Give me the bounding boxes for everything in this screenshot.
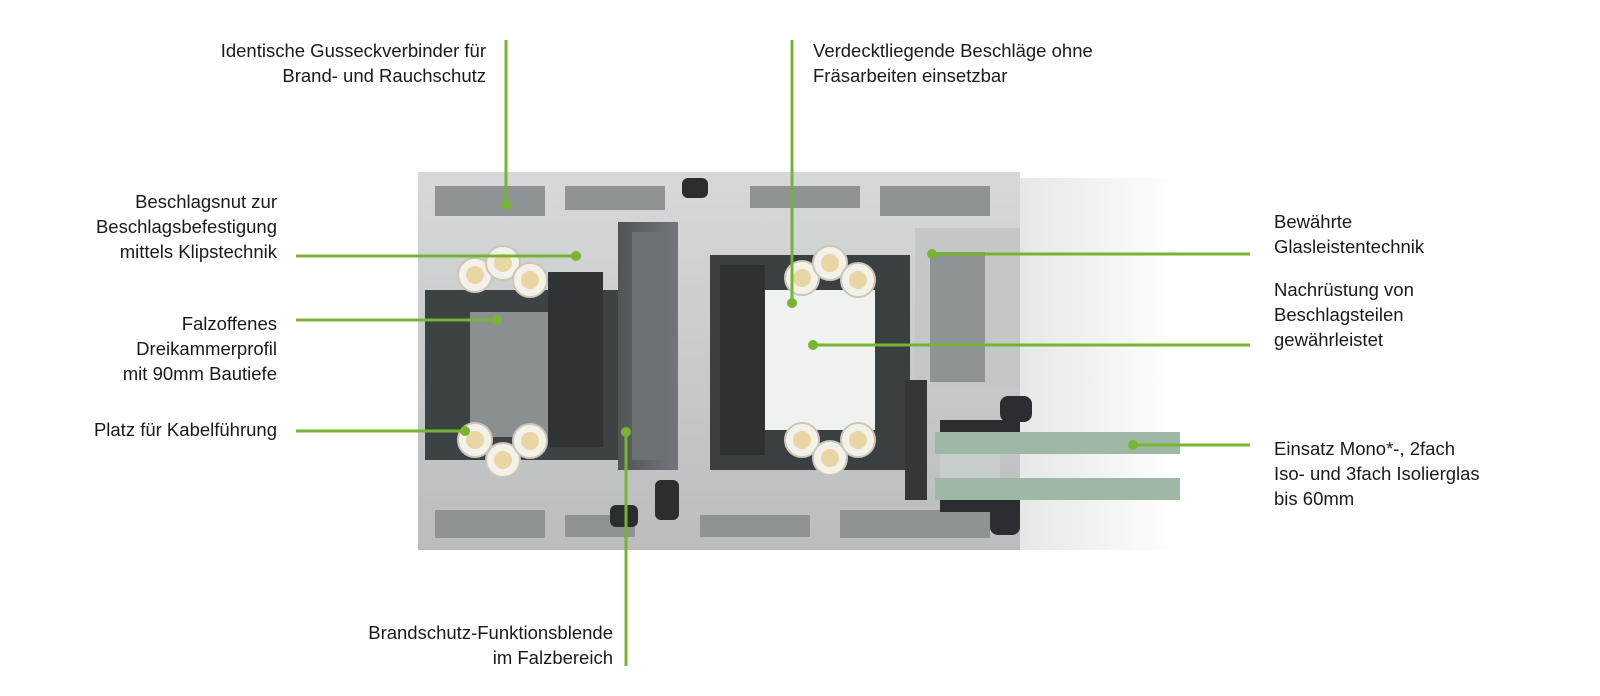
cable-bundles [457,245,876,478]
label-gussverbinder: Identische Gusseckverbinder für Brand- u… [220,40,486,86]
label-beschlagsnut: Beschlagsnut zur Beschlagsbefestigung mi… [95,191,277,262]
bottom-chambers [435,510,990,538]
label-brandschutz: Brandschutz-Funktionsblende im Falzberei… [368,622,613,668]
insulating-glass-unit [935,420,1180,512]
fire-protection-panel-inner [632,232,664,460]
left-reinforcement [548,272,603,447]
label-kabel: Platz für Kabelführung [93,419,277,440]
top-chambers [435,186,990,216]
label-beschlaege: Verdecktliegende Beschläge ohne Fräsarbe… [813,40,1093,86]
label-isolierglas: Einsatz Mono*-, 2fach Iso- und 3fach Iso… [1274,438,1480,509]
leader-endpoints [460,200,1138,450]
label-falzoffen: Falzoffenes Dreikammerprofil mit 90mm Ba… [122,313,277,384]
leader-lines [296,40,1250,666]
glazing-bead-chamber [930,252,985,382]
gaskets [610,178,1032,535]
label-nachruestung: Nachrüstung von Beschlagsteilen gewährle… [1274,279,1414,350]
sash-reinforcement [720,265,765,455]
label-glasleisten: Bewährte Glasleistentechnik [1274,211,1425,257]
sash-inner-chamber [755,290,875,430]
